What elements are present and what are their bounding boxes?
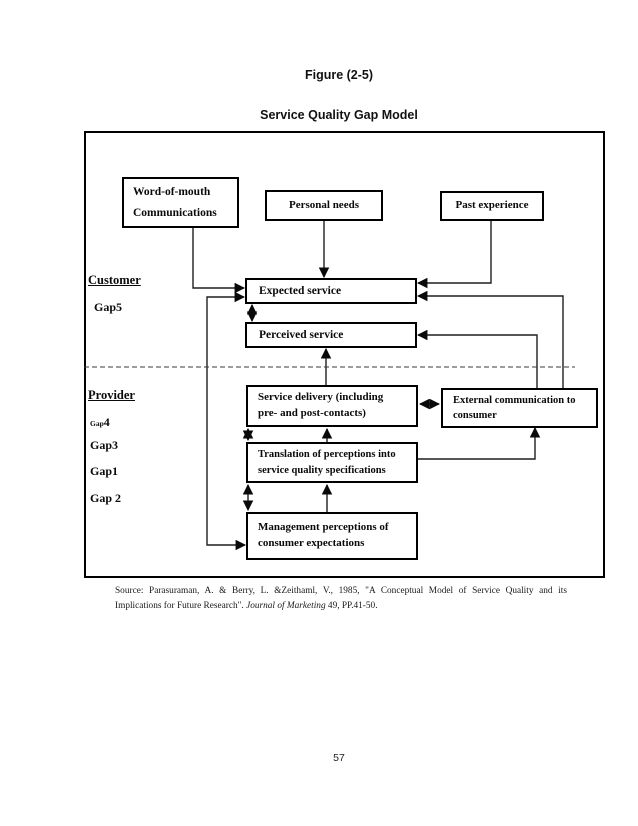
box-translation: Translation of perceptions into service … xyxy=(246,442,418,483)
figure-title: Service Quality Gap Model xyxy=(260,108,418,122)
box-past-experience: Past experience xyxy=(440,191,544,221)
source-text: Implications for Future Research". xyxy=(115,600,247,611)
label-gap4-prefix: Gap xyxy=(90,419,104,428)
box-personal-needs: Personal needs xyxy=(265,190,383,221)
connector-externalcomm-to-expected xyxy=(416,290,564,388)
box-text: Personal needs xyxy=(289,198,359,211)
figure-label: Figure (2-5) xyxy=(304,68,374,82)
source-citation: Source: Parasuraman, A. & Berry, L. &Zei… xyxy=(115,584,567,614)
box-text: consumer xyxy=(453,410,497,421)
label-provider: Provider xyxy=(88,388,135,402)
label-gap5: Gap5 xyxy=(94,300,123,314)
box-service-delivery: Service delivery (including pre- and pos… xyxy=(246,385,418,427)
box-text: Word-of-mouth xyxy=(133,185,211,198)
label-customer: Customer xyxy=(88,273,141,287)
box-text: Expected service xyxy=(259,284,342,297)
diagram-frame xyxy=(84,131,605,578)
box-text: Perceived service xyxy=(259,328,344,341)
box-text: Management perceptions of xyxy=(258,521,389,534)
box-text: pre- and post-contacts) xyxy=(258,407,366,419)
label-gap2: Gap 2 xyxy=(90,491,122,505)
box-management-perceptions: Management perceptions of consumer expec… xyxy=(246,512,418,560)
source-line-1: Source: Parasuraman, A. & Berry, L. &Zei… xyxy=(115,586,567,596)
connector-wordofmouth-to-expected xyxy=(192,227,246,294)
box-text: Past experience xyxy=(455,199,529,212)
box-text: Translation of perceptions into xyxy=(258,449,396,461)
page-number: 57 xyxy=(333,752,345,764)
connector-externalcomm-to-perceived xyxy=(416,329,538,388)
box-text: External communication to xyxy=(453,394,576,406)
box-text: consumer expectations xyxy=(258,537,365,549)
label-gap3: Gap3 xyxy=(90,438,119,452)
box-expected-service: Expected service xyxy=(245,278,417,304)
box-perceived-service: Perceived service xyxy=(245,322,417,348)
box-text: service quality specifications xyxy=(258,464,386,476)
box-text: Service delivery (including xyxy=(258,391,384,404)
source-text: 49, PP.41-50. xyxy=(325,600,378,611)
box-word-of-mouth-communications: Word-of-mouth Communications xyxy=(122,177,239,228)
label-gap4: Gap4 xyxy=(90,415,110,430)
box-text: Communications xyxy=(133,206,217,219)
connector-translation-to-externalcomm xyxy=(418,426,541,460)
box-external-communication: External communication to consumer xyxy=(441,388,598,428)
connector-gap1-expected-management xyxy=(206,291,247,551)
label-gap4-number: 4 xyxy=(103,415,110,429)
connector-pastexperience-to-expected xyxy=(416,220,492,289)
label-gap1: Gap1 xyxy=(90,464,119,478)
source-line-2: Implications for Future Research". Journ… xyxy=(115,599,567,614)
source-journal-name: Journal of Marketing xyxy=(246,600,326,611)
